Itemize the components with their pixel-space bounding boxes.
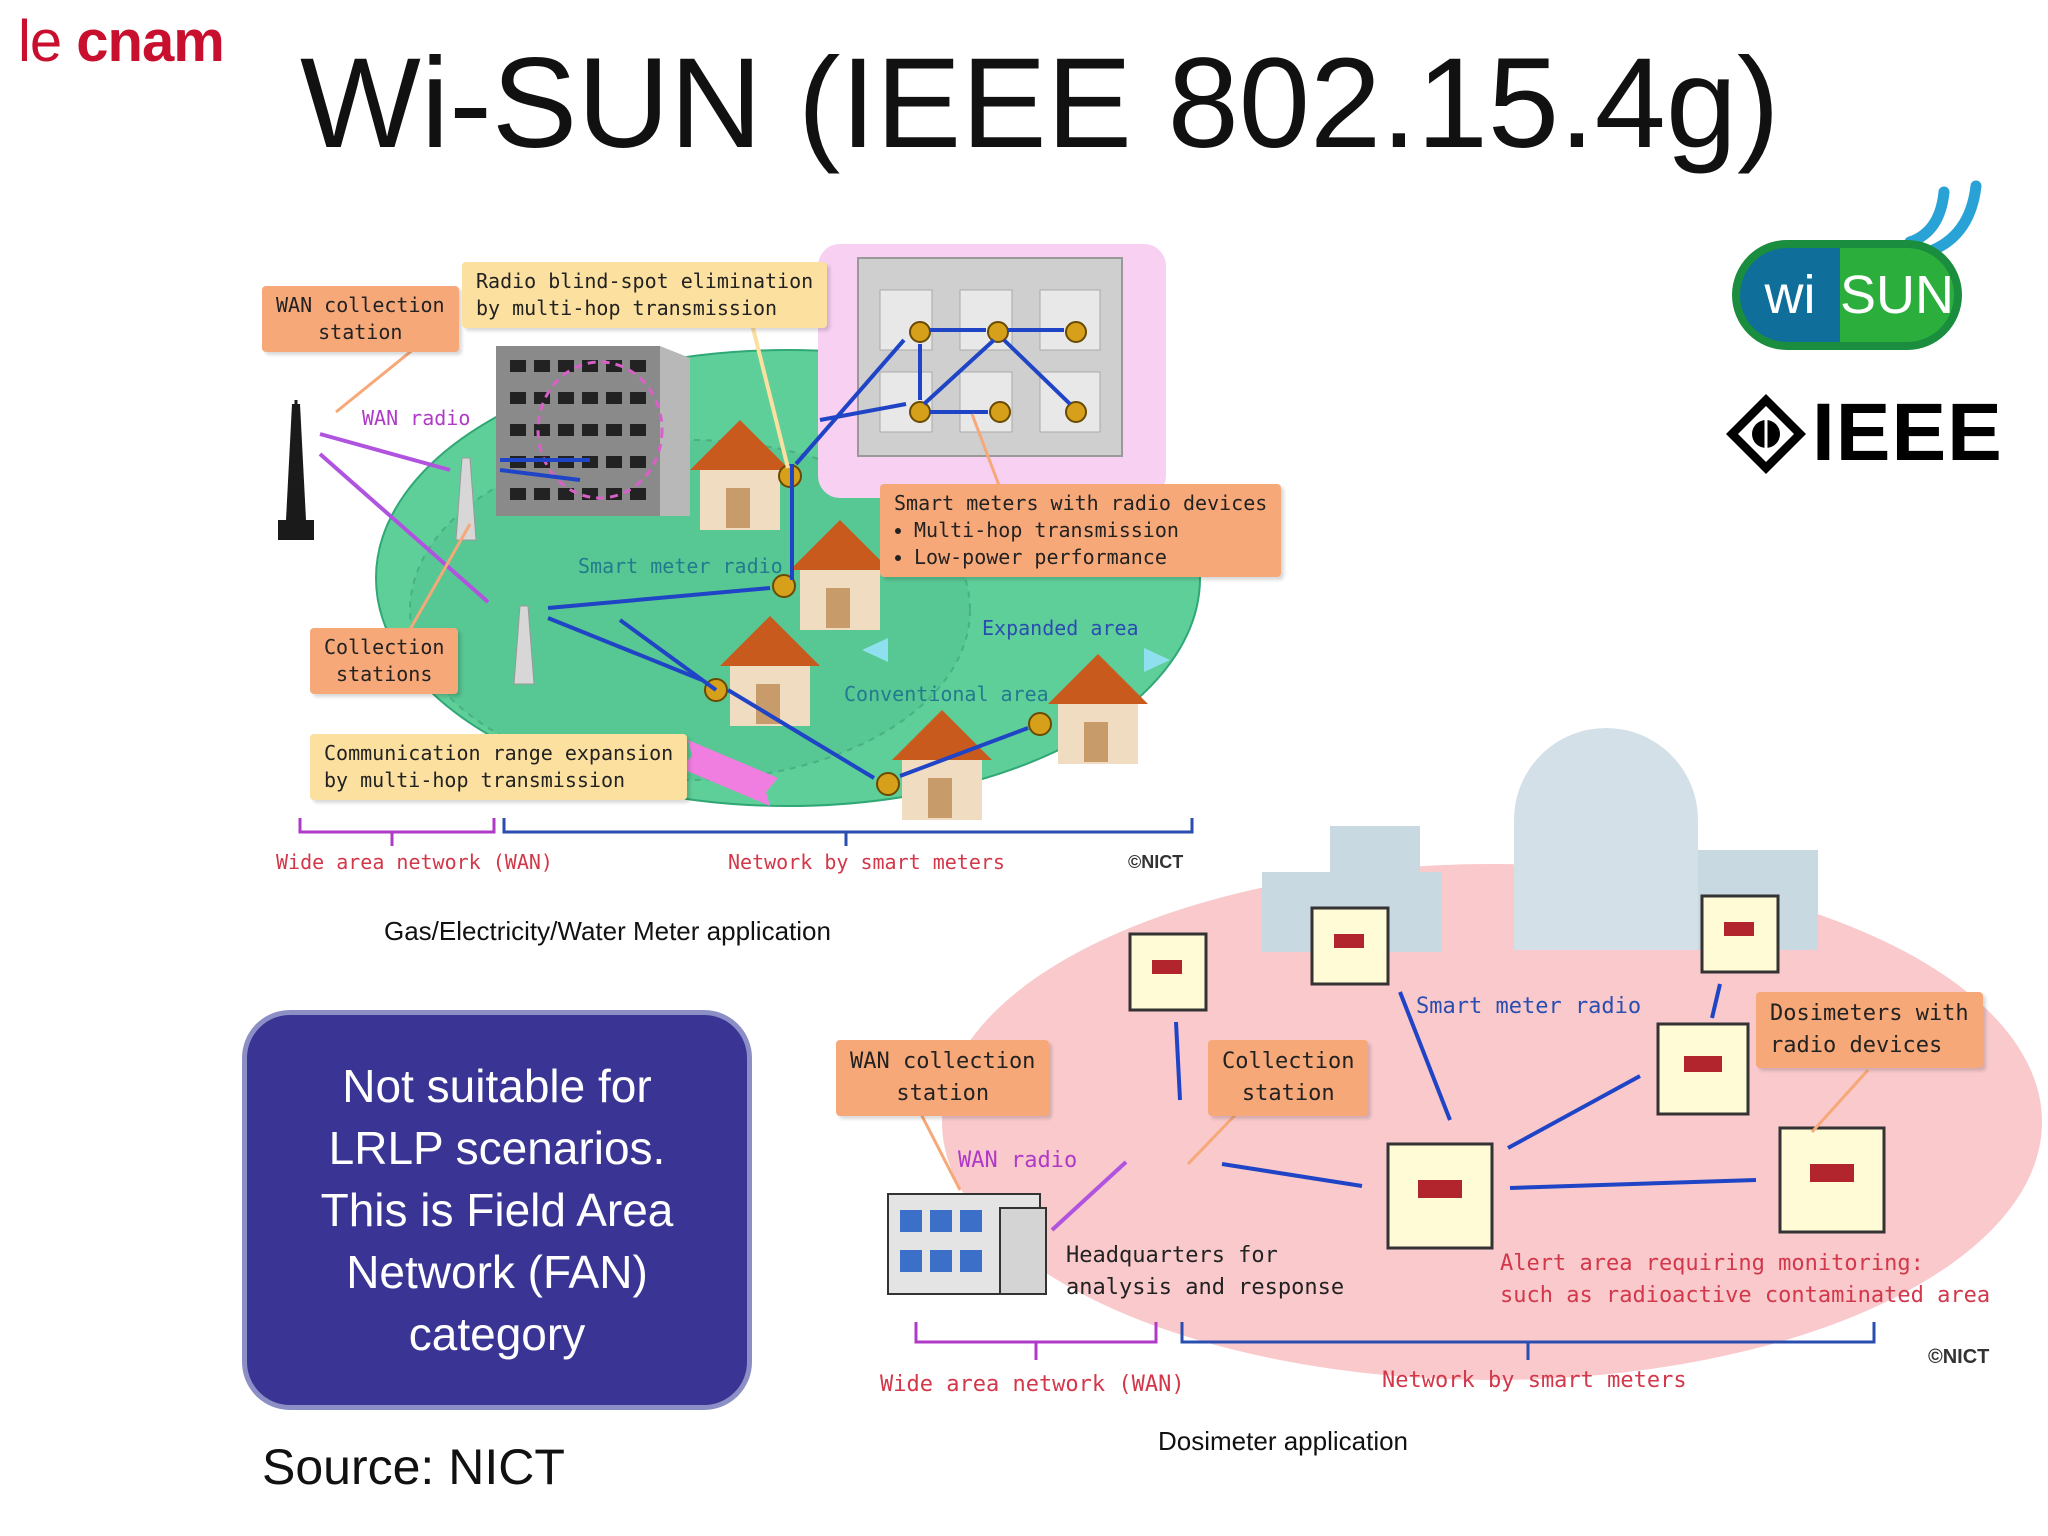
wan-bracket-bottom bbox=[914, 1322, 1158, 1344]
slide-title: Wi-SUN (IEEE 802.15.4g) bbox=[300, 32, 1780, 175]
dosimeter-copyright: ©NICT bbox=[1928, 1346, 1990, 1368]
expanded-area-label: Expanded area bbox=[982, 616, 1139, 640]
fan-callout-box: Not suitable for LRLP scenarios. This is… bbox=[242, 1010, 752, 1410]
collection-stations-line2: stations bbox=[336, 662, 433, 686]
smart-meter-bracket-top bbox=[502, 818, 1194, 834]
headquarters-line2: analysis and response bbox=[1066, 1275, 1345, 1300]
alert-area-line1: Alert area requiring monitoring: bbox=[1500, 1251, 1924, 1276]
wisun-logo-sun: SUN bbox=[1840, 248, 1954, 342]
smart-meters-bullet-1: Multi-hop transmission bbox=[914, 517, 1267, 544]
blind-spot-line2: by multi-hop transmission bbox=[476, 296, 778, 320]
range-expansion-arrow bbox=[680, 740, 778, 806]
expanded-area-arrow-left bbox=[862, 638, 888, 662]
expanded-area-arrow-right bbox=[1144, 648, 1170, 672]
meter-wan-section-label: Wide area network (WAN) bbox=[276, 850, 553, 874]
wisun-logo-wi: wi bbox=[1740, 248, 1840, 342]
meter-smart-network-label: Network by smart meters bbox=[728, 850, 1005, 874]
headquarters-line1: Headquarters for bbox=[1066, 1243, 1278, 1268]
dosimeter-wan-collection-line1: WAN collection bbox=[850, 1049, 1036, 1074]
callout-line-2: LRLP scenarios. bbox=[328, 1122, 666, 1174]
meter-purple-arrows bbox=[318, 432, 490, 604]
wan-collection-line2: station bbox=[318, 320, 403, 344]
dosimeter-collection-station-label: Collection station bbox=[1208, 1040, 1369, 1116]
dosimeter-wan-radio-label: WAN radio bbox=[958, 1148, 1078, 1173]
logo-cnam: cnam bbox=[76, 9, 225, 74]
callout-line-4: Network (FAN) bbox=[346, 1246, 648, 1298]
wisun-logo: wi SUN bbox=[1732, 240, 1962, 350]
source-text: Source: NICT bbox=[262, 1439, 565, 1495]
callout-line-1: Not suitable for bbox=[342, 1060, 652, 1112]
alert-area-line2: such as radioactive contaminated area bbox=[1500, 1283, 1991, 1308]
wan-tower-icon bbox=[278, 400, 314, 540]
conventional-area-label: Conventional area bbox=[844, 682, 1049, 706]
comm-range-line1: Communication range expansion bbox=[324, 741, 674, 765]
dosimeter-wan-collection-line2: station bbox=[896, 1081, 990, 1106]
meter-wan-radio-label: WAN radio bbox=[362, 406, 471, 430]
dosimeter-blue-arrows bbox=[1174, 983, 1757, 1190]
headquarters-building-icon bbox=[887, 1193, 1047, 1295]
callout-line-3: This is Field Area bbox=[320, 1184, 674, 1236]
comm-range-line2: by multi-hop transmission bbox=[324, 768, 626, 792]
blind-spot-line1: Radio blind-spot elimination bbox=[476, 269, 814, 293]
dosimeter-smart-network-label: Network by smart meters bbox=[1382, 1368, 1687, 1393]
dosimeter-wan-collection-label: WAN collection station bbox=[836, 1040, 1050, 1116]
wan-collection-station-label: WAN collection station bbox=[262, 286, 459, 352]
alert-area-label: Alert area requiring monitoring: such as… bbox=[1500, 1248, 1990, 1312]
headquarters-label: Headquarters for analysis and response bbox=[1066, 1240, 1344, 1304]
wan-collection-line1: WAN collection bbox=[276, 293, 445, 317]
le-cnam-logo: le cnam bbox=[18, 8, 225, 75]
comm-range-label: Communication range expansion by multi-h… bbox=[310, 734, 688, 800]
conventional-area-ellipse bbox=[409, 439, 971, 781]
smart-meters-title: Smart meters with radio devices bbox=[894, 491, 1268, 515]
dosimeters-line2: radio devices bbox=[1770, 1033, 1943, 1058]
dosimeter-collection-line2: station bbox=[1241, 1081, 1335, 1106]
blind-spot-circle bbox=[536, 360, 664, 500]
radio-blind-spot-label: Radio blind-spot elimination by multi-ho… bbox=[462, 262, 828, 328]
meter-smart-meter-radio-label: Smart meter radio bbox=[578, 554, 783, 578]
meter-blue-arrows bbox=[499, 328, 1072, 780]
dosimeters-line1: Dosimeters with bbox=[1770, 1001, 1969, 1026]
dosimeter-collection-line1: Collection bbox=[1222, 1049, 1355, 1074]
smart-meters-bullet-2: Low-power performance bbox=[914, 544, 1267, 571]
logo-le: le bbox=[18, 9, 62, 74]
dosimeter-wan-section-label: Wide area network (WAN) bbox=[880, 1372, 1185, 1397]
dosimeter-screens bbox=[1152, 922, 1854, 1198]
house-icons bbox=[690, 420, 1148, 820]
meter-copyright: ©NICT bbox=[1128, 852, 1184, 872]
ieee-diamond-icon bbox=[1726, 394, 1806, 474]
dosimeters-label: Dosimeters with radio devices bbox=[1756, 992, 1983, 1068]
callout-line-5: category bbox=[408, 1308, 586, 1360]
dosimeter-diagram-caption: Dosimeter application bbox=[1158, 1426, 1409, 1456]
smart-meters-label: Smart meters with radio devices Multi-ho… bbox=[880, 484, 1282, 577]
collection-stations-label: Collection stations bbox=[310, 628, 459, 694]
ieee-logo-text: IEEE bbox=[1812, 387, 2003, 478]
meter-diagram-caption: Gas/Electricity/Water Meter application bbox=[384, 916, 831, 946]
dosimeter-wan-arrow bbox=[1050, 1160, 1128, 1232]
collection-stations-line1: Collection bbox=[324, 635, 445, 659]
dosimeter-smart-meter-radio-label: Smart meter radio bbox=[1416, 994, 1642, 1019]
wan-bracket-top bbox=[298, 818, 496, 834]
